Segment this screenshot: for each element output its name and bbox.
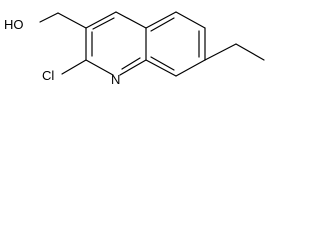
bond-c8-c8a <box>145 59 177 77</box>
bond-c2-n1 <box>85 59 114 76</box>
bond-o-ch2 <box>39 12 59 23</box>
bond-ch2-ch3 <box>235 43 265 61</box>
bond-c4a-c5-inner <box>150 17 175 32</box>
bond-c7-ch2 <box>204 43 237 61</box>
hydroxyl-label: HO <box>4 17 24 32</box>
bond-c5-c6 <box>175 11 206 29</box>
chloro-label: Cl <box>42 68 54 83</box>
bond-c4a-c4 <box>115 11 147 29</box>
bond-c4-c3-inner <box>92 17 115 30</box>
bond-c7-c8 <box>175 59 206 77</box>
bond-c4-c3 <box>85 11 117 29</box>
bond-n1-c8a-inner <box>121 57 141 70</box>
bond-c2-cl <box>61 59 87 75</box>
chemical-structure-diagram: HO Cl N <box>4 11 265 87</box>
bond-c4a-c5 <box>145 11 177 29</box>
bond-n1-c8a <box>119 59 147 76</box>
bond-ch2-c3 <box>57 12 87 29</box>
ring-nitrogen-label: N <box>111 72 120 87</box>
bond-c8-c8a-inner <box>150 56 175 71</box>
